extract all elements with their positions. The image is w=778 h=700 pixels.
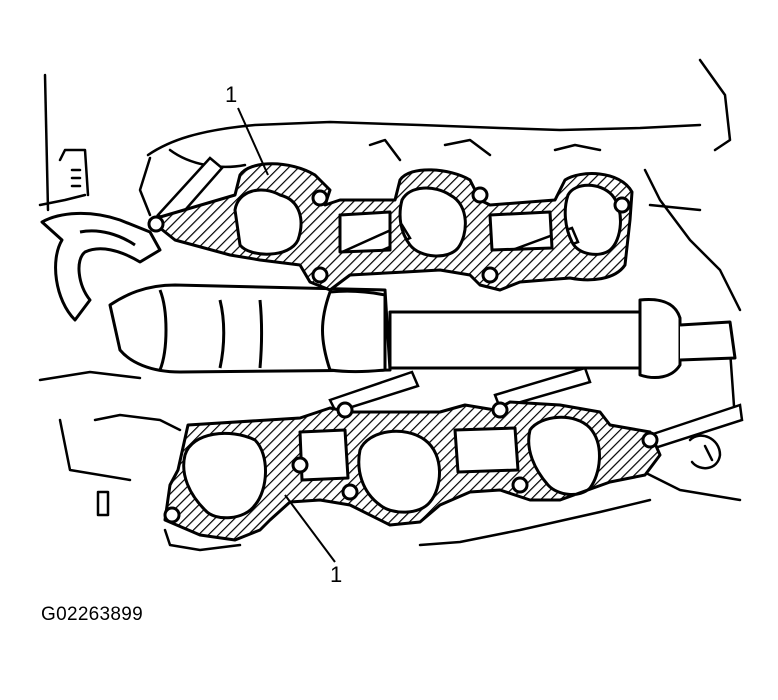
upper-gasket [147,162,634,292]
figure-id: G02263899 [41,604,144,625]
crossover-tube [40,212,162,322]
heat-shield-pipe [108,283,737,379]
callout-label-bottom-gasket: 1 [330,562,343,587]
callout-leaders [237,107,336,563]
lower-gasket [163,400,662,542]
engine-block-outline [38,58,742,552]
callout-label-top-gasket: 1 [225,82,238,107]
